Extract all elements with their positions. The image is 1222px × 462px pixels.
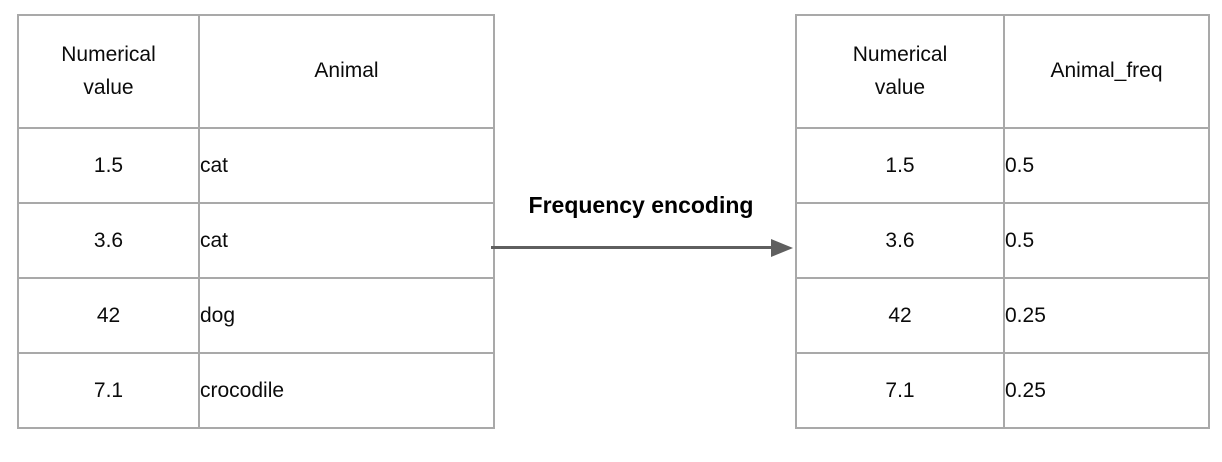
header-animal-freq: Animal_freq	[1003, 14, 1210, 129]
cell-animal: cat	[198, 202, 495, 279]
arrow-right-icon	[491, 246, 772, 249]
table-row: 1.5 cat	[17, 127, 495, 204]
cell-numerical-value: 7.1	[795, 352, 1005, 429]
cell-animal-freq: 0.25	[1003, 352, 1210, 429]
cell-numerical-value: 1.5	[795, 127, 1005, 204]
cell-animal-freq: 0.25	[1003, 277, 1210, 354]
original-table-header-row: Numerical value Animal	[17, 14, 495, 129]
table-row: 7.1 0.25	[795, 352, 1210, 429]
arrow-right-head-icon	[771, 238, 793, 257]
cell-numerical-value: 7.1	[17, 352, 200, 429]
header-numerical-value: Numerical value	[17, 14, 200, 129]
header-animal: Animal	[198, 14, 495, 129]
cell-animal: dog	[198, 277, 495, 354]
header-numerical-value: Numerical value	[795, 14, 1005, 129]
frequency-encoding-label: Frequency encoding	[528, 192, 754, 218]
table-row: 1.5 0.5	[795, 127, 1210, 204]
cell-numerical-value: 1.5	[17, 127, 200, 204]
encoded-table: Numerical value Animal_freq 1.5 0.5 3.6 …	[795, 14, 1210, 429]
cell-animal-freq: 0.5	[1003, 127, 1210, 204]
cell-animal: crocodile	[198, 352, 495, 429]
cell-animal-freq: 0.5	[1003, 202, 1210, 279]
table-row: 42 dog	[17, 277, 495, 354]
cell-numerical-value: 3.6	[17, 202, 200, 279]
table-row: 42 0.25	[795, 277, 1210, 354]
table-row: 3.6 cat	[17, 202, 495, 279]
original-table: Numerical value Animal 1.5 cat 3.6 cat 4…	[17, 14, 495, 429]
cell-numerical-value: 3.6	[795, 202, 1005, 279]
encoded-table-header-row: Numerical value Animal_freq	[795, 14, 1210, 129]
cell-numerical-value: 42	[17, 277, 200, 354]
cell-numerical-value: 42	[795, 277, 1005, 354]
cell-animal: cat	[198, 127, 495, 204]
table-row: 7.1 crocodile	[17, 352, 495, 429]
table-row: 3.6 0.5	[795, 202, 1210, 279]
